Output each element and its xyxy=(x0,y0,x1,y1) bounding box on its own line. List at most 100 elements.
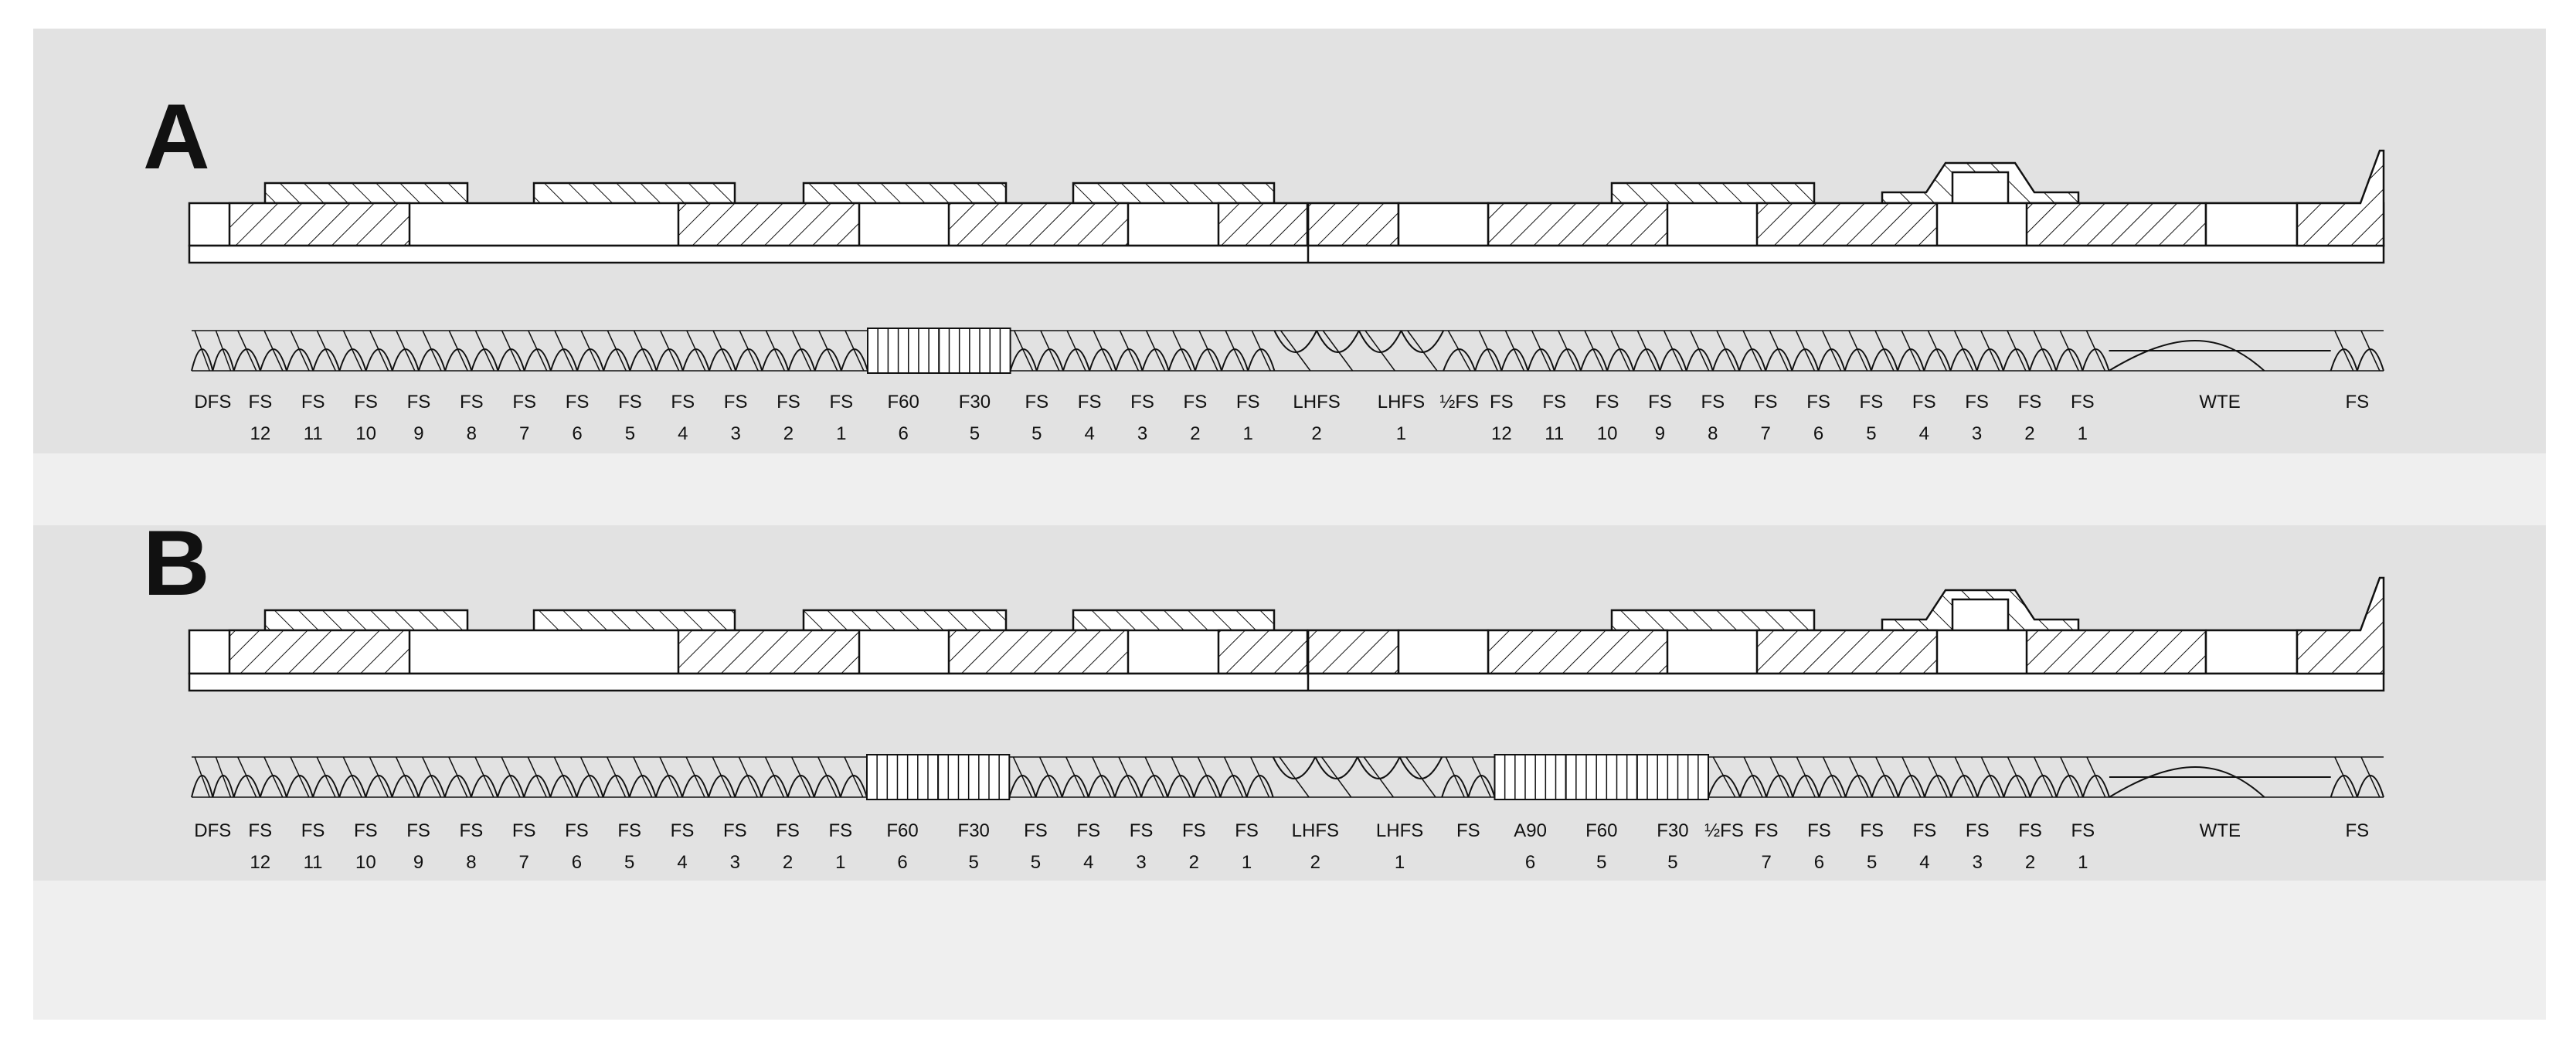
screw-flight xyxy=(1950,775,1979,798)
screw-flight xyxy=(1467,775,1496,798)
screw-flight xyxy=(2356,348,2384,372)
screw-flight xyxy=(1817,348,1846,372)
flight-edge xyxy=(1848,756,1869,798)
element-name: LHFS xyxy=(1378,392,1425,412)
barrel-zone xyxy=(1217,202,1309,247)
screw-element xyxy=(2002,330,2058,372)
screw-flight xyxy=(1441,775,1470,798)
screw-flight xyxy=(761,348,790,372)
element-number: 9 xyxy=(1655,423,1665,444)
element-number: 5 xyxy=(625,423,635,444)
flight-edge xyxy=(2059,330,2079,372)
element-number: 5 xyxy=(970,423,980,444)
element-name: LHFS xyxy=(1292,820,1339,841)
screw-flight xyxy=(312,775,341,798)
barrel-section-b xyxy=(188,576,2385,692)
screw-flight xyxy=(1398,756,1443,779)
screw-element xyxy=(655,330,710,372)
element-name: FS xyxy=(1754,392,1778,412)
barrel-zone xyxy=(1217,629,1309,675)
screw-element xyxy=(233,330,288,372)
screw-flight xyxy=(1247,348,1276,372)
element-name: FS xyxy=(565,820,589,841)
element-name: FS xyxy=(723,820,747,841)
screw-flight xyxy=(681,348,710,372)
barrel-zone xyxy=(2025,202,2207,247)
screw-flight xyxy=(212,348,235,372)
screw-flight xyxy=(1897,348,1925,372)
flight-edge xyxy=(1531,330,1551,372)
screw-flight xyxy=(813,775,841,798)
screw-flight xyxy=(576,348,605,372)
element-name: FS xyxy=(2071,392,2095,412)
screw-flight xyxy=(1976,775,2005,798)
barrel-gap xyxy=(2204,202,2299,247)
screw-flight xyxy=(1400,330,1445,353)
element-name: FS xyxy=(2345,392,2369,412)
flight-edge xyxy=(194,756,210,798)
element-number: 6 xyxy=(572,423,582,444)
flight-edge xyxy=(1848,330,1868,372)
element-name: F60 xyxy=(1585,820,1617,841)
screw-element xyxy=(1113,756,1169,798)
screw-element xyxy=(497,756,552,798)
screw-flight xyxy=(1708,775,1741,798)
screw-element xyxy=(549,330,605,372)
screw-flight xyxy=(1474,348,1503,372)
flight-edge xyxy=(1014,330,1034,372)
element-name: FS xyxy=(566,392,590,412)
element-name: FS xyxy=(830,392,854,412)
screw-flight xyxy=(1791,348,1820,372)
flight-edge xyxy=(712,330,732,372)
screw-flight xyxy=(1949,348,1978,372)
element-name: ½FS xyxy=(1704,820,1744,841)
flight-edge xyxy=(1796,756,1816,798)
flight-edge xyxy=(1119,330,1140,372)
barrel-flange xyxy=(263,609,469,633)
screw-flight xyxy=(814,348,842,372)
element-name: FS xyxy=(1024,820,1048,841)
screw-flight xyxy=(497,775,525,798)
flight-edge xyxy=(2033,330,2053,372)
barrel-gap xyxy=(1397,629,1490,675)
flight-edge xyxy=(528,330,548,372)
flight-edge xyxy=(738,756,758,798)
screw-element xyxy=(1062,330,1117,372)
element-name: FS xyxy=(2071,820,2095,841)
screw-flight xyxy=(840,348,868,372)
screw-element xyxy=(603,330,658,372)
screw-element xyxy=(549,756,604,798)
flight-edge xyxy=(2086,756,2106,798)
element-name: FS xyxy=(1913,820,1937,841)
screw-flight xyxy=(1035,348,1064,372)
screw-flight xyxy=(787,348,816,372)
screw-flight xyxy=(839,775,868,798)
screw-element xyxy=(1949,330,2004,372)
element-number: 3 xyxy=(730,852,740,873)
screw-flight xyxy=(1659,348,1687,372)
flight-edge xyxy=(1980,330,2000,372)
element-name: FS xyxy=(828,820,852,841)
screw-flight xyxy=(2029,775,2058,798)
screw-flight xyxy=(444,348,473,372)
element-name: FS xyxy=(2346,820,2370,841)
panel-label-b: B xyxy=(143,511,210,615)
element-name: FS xyxy=(301,820,325,841)
screw-flight xyxy=(1871,775,1899,798)
element-name: FS xyxy=(1701,392,1725,412)
element-number: 1 xyxy=(1396,423,1406,444)
screw-flight xyxy=(628,775,657,798)
element-name: FS xyxy=(354,392,378,412)
flight-edge xyxy=(290,330,310,372)
screw-element xyxy=(867,328,940,374)
element-number: 7 xyxy=(1761,852,1771,873)
element-number: 10 xyxy=(355,423,376,444)
screw-element xyxy=(760,756,815,798)
screw-element xyxy=(1738,330,1793,372)
screw-element xyxy=(1708,756,1741,798)
element-name: FS xyxy=(460,820,484,841)
element-name: WTE xyxy=(2199,392,2240,412)
screw-flight xyxy=(576,775,604,798)
kneading-block xyxy=(938,328,1011,374)
